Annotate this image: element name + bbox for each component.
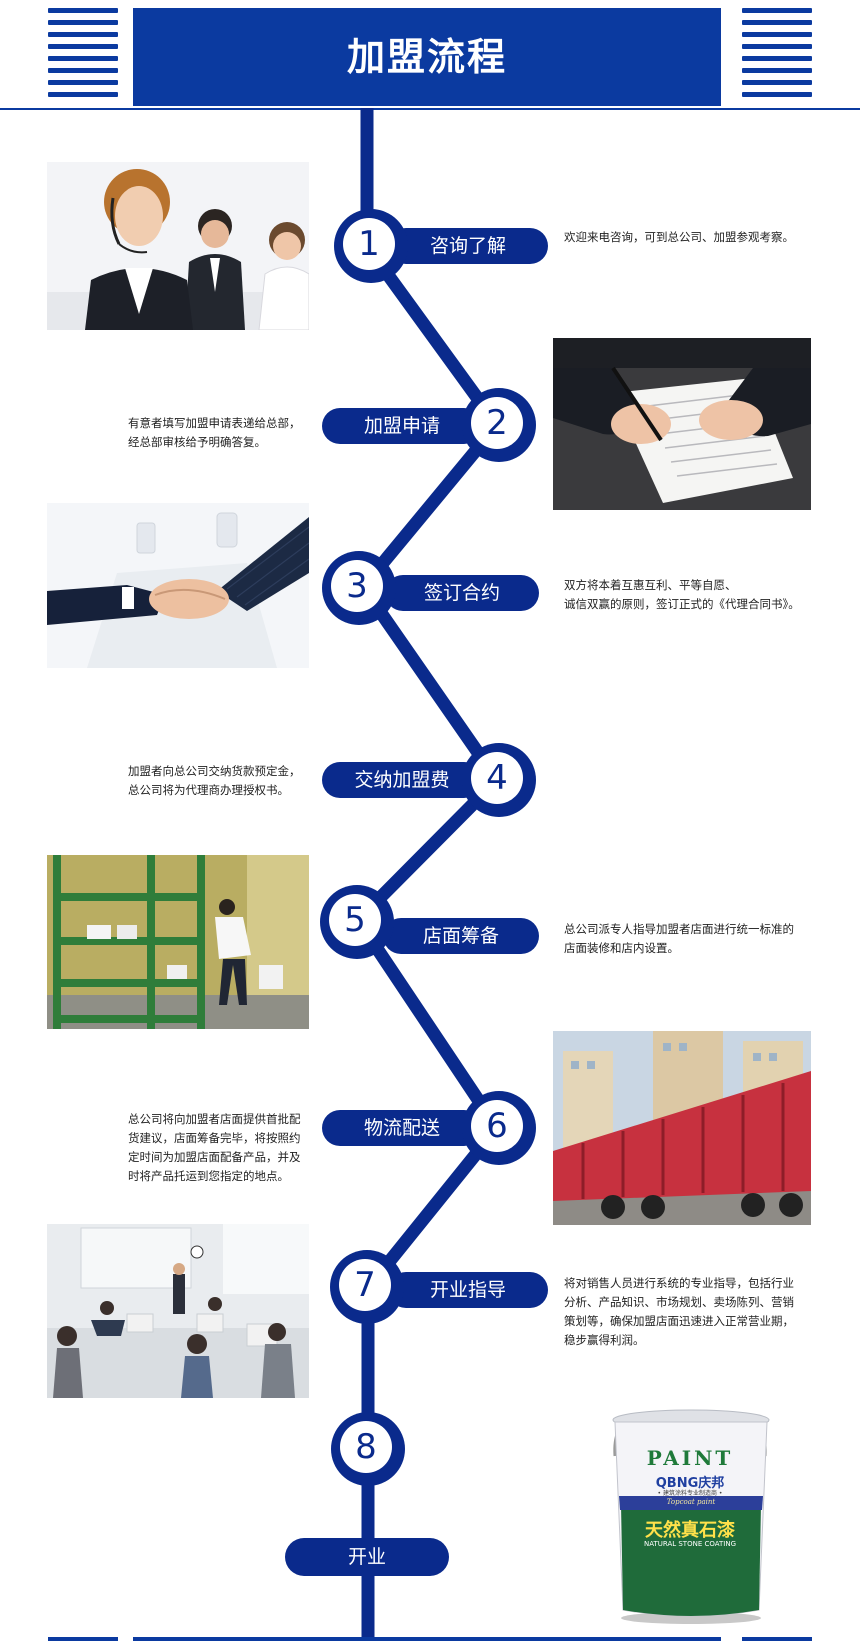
- step-2-badge: 2: [462, 388, 536, 462]
- footer-line-right: [742, 1637, 812, 1641]
- photo-logistics-truck: [553, 1031, 811, 1225]
- header-stripes-right: [742, 8, 812, 104]
- product-logo: QBNG庆邦: [655, 1476, 725, 1491]
- photo-store-preparation: [47, 855, 309, 1029]
- header-band: [133, 8, 721, 106]
- step-7-description: 将对销售人员进行系统的专业指导，包括行业分析、产品知识、市场规划、卖场陈列、营销…: [564, 1276, 794, 1347]
- step-4-description: 加盟者向总公司交纳货款预定金，总公司将为代理商办理授权书。: [128, 764, 301, 797]
- step-4-label: 交纳加盟费: [322, 762, 482, 798]
- step-3-label: 签订合约: [385, 575, 539, 611]
- step-6-description: 总公司将向加盟者店面提供首批配货建议，店面筹备完毕，将按照约定时间为加盟店面配备…: [128, 1112, 301, 1183]
- header-stripes-left: [48, 8, 118, 104]
- step-8-label: 开业: [285, 1538, 449, 1576]
- photo-application: [553, 338, 811, 510]
- page-title: 加盟流程: [346, 34, 507, 79]
- step-4-number: 4: [486, 758, 508, 798]
- step-3-number: 3: [346, 566, 368, 606]
- step-1-label: 咨询了解: [388, 228, 548, 264]
- product-name-en: NATURAL STONE COATING: [643, 1540, 736, 1548]
- step-5-number: 5: [344, 900, 366, 940]
- footer-line-center: [133, 1637, 721, 1641]
- step-4-badge: 4: [462, 743, 536, 817]
- product-tagline: • 建筑涂料专业制造商 •: [657, 1490, 723, 1497]
- product-paint-bucket: PAINT QBNG庆邦 • 建筑涂料专业制造商 • Topcoat paint…: [601, 1406, 779, 1626]
- step-8-number: 8: [355, 1427, 377, 1467]
- step-1-number: 1: [358, 224, 380, 264]
- step-5-description: 总公司派专人指导加盟者店面进行统一标准的店面装修和店内设置。: [564, 922, 794, 955]
- step-3-description: 双方将本着互惠互利、平等自愿、诚信双赢的原则，签订正式的《代理合同书》。: [564, 578, 800, 611]
- step-8-badge: 8: [331, 1412, 405, 1486]
- step-5-label: 店面筹备: [383, 918, 539, 954]
- step-6-number: 6: [486, 1106, 508, 1146]
- photo-training: [47, 1224, 309, 1398]
- footer-line-left: [48, 1637, 118, 1641]
- step-7-badge: 7: [330, 1250, 404, 1324]
- step-5-badge: 5: [320, 885, 394, 959]
- product-name-cn: 天然真石漆: [645, 1520, 735, 1541]
- step-1-badge: 1: [334, 209, 408, 283]
- step-6-label: 物流配送: [322, 1110, 482, 1146]
- step-1-description: 欢迎来电咨询，可到总公司、加盟参观考察。: [564, 230, 794, 244]
- product-brand-top: PAINT: [646, 1446, 734, 1470]
- step-2-description: 有意者填写加盟申请表递给总部，经总部审核给予明确答复。: [128, 416, 301, 449]
- step-3-badge: 3: [322, 551, 396, 625]
- step-7-label: 开业指导: [388, 1272, 548, 1308]
- step-6-badge: 6: [462, 1091, 536, 1165]
- step-7-number: 7: [354, 1265, 376, 1305]
- step-2-label: 加盟申请: [322, 408, 482, 444]
- step-2-number: 2: [486, 403, 508, 443]
- photo-handshake: [47, 503, 309, 668]
- product-strip-text: Topcoat paint: [666, 1498, 716, 1506]
- photo-consultation: [47, 162, 309, 330]
- header-divider: [0, 108, 860, 110]
